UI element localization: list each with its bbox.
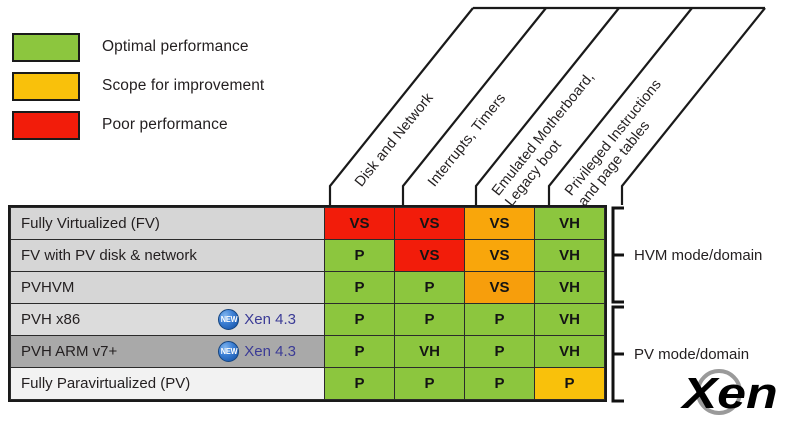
row-label-text: Fully Paravirtualized (PV) xyxy=(21,375,191,392)
row-label-text: FV with PV disk & network xyxy=(21,247,197,264)
cell-pvhvm-disk-network: P xyxy=(324,271,395,304)
xen-logo-text: Xen xyxy=(679,369,777,418)
new-badge-text: NEW xyxy=(220,314,238,324)
cell-fully-virtualized-emulated-motherboard: VS xyxy=(464,207,535,240)
cell-pvh-x86-privileged-instructions: VH xyxy=(534,303,605,336)
cell-pvh-arm-v7-emulated-motherboard: P xyxy=(464,335,535,368)
row-label-fv-with-pv-disk-network: FV with PV disk & network xyxy=(10,239,325,272)
cell-pvh-arm-v7-disk-network: P xyxy=(324,335,395,368)
new-badge-text: NEW xyxy=(220,346,238,356)
xen-logo-mark: Xen xyxy=(679,369,777,418)
matrix-table: Fully Virtualized (FV) VS VS VS VH FV wi… xyxy=(10,207,605,400)
new-badge-icon: NEW xyxy=(218,309,240,330)
legend-swatch-poor xyxy=(12,110,80,140)
bracket-label-pv: PV mode/domain xyxy=(634,346,750,363)
table-row: PVHVM P P VS VH xyxy=(10,271,605,304)
cell-pvh-x86-disk-network: P xyxy=(324,303,395,336)
cell-fully-paravirtualized-disk-network: P xyxy=(324,367,395,400)
row-label-pvh-x86: PVH x86 NEW Xen 4.3 xyxy=(10,303,325,336)
cell-pvh-x86-interrupts-timers: P xyxy=(394,303,465,336)
cell-fully-paravirtualized-interrupts-timers: P xyxy=(394,367,465,400)
legend-item-scope: Scope for improvement xyxy=(12,71,264,101)
legend: Optimal performance Scope for improvemen… xyxy=(12,32,264,149)
cell-fully-virtualized-interrupts-timers: VS xyxy=(394,207,465,240)
row-label-pvh-arm-v7: PVH ARM v7+ NEW Xen 4.3 xyxy=(10,335,325,368)
table-row: PVH ARM v7+ NEW Xen 4.3 P VH P VH xyxy=(10,335,605,368)
table-row: FV with PV disk & network P VS VS VH xyxy=(10,239,605,272)
cell-fv-with-pv-disk-network-emulated-motherboard: VS xyxy=(464,239,535,272)
legend-swatch-scope xyxy=(12,71,80,101)
legend-item-poor: Poor performance xyxy=(12,110,264,140)
legend-label-optimal: Optimal performance xyxy=(102,38,249,55)
cell-fv-with-pv-disk-network-privileged-instructions: VH xyxy=(534,239,605,272)
row-label-fully-paravirtualized: Fully Paravirtualized (PV) xyxy=(10,367,325,400)
row-label-text: PVH x86 xyxy=(21,311,81,328)
cell-pvh-arm-v7-privileged-instructions: VH xyxy=(534,335,605,368)
legend-item-optimal: Optimal performance xyxy=(12,32,264,62)
table-row: Fully Virtualized (FV) VS VS VS VH xyxy=(10,207,605,240)
column-header-outlines xyxy=(328,6,766,205)
legend-label-scope: Scope for improvement xyxy=(102,77,265,94)
new-version-tag: NEW Xen 4.3 xyxy=(218,341,296,362)
cell-fully-paravirtualized-emulated-motherboard: P xyxy=(464,367,535,400)
bracket-label-hvm: HVM mode/domain xyxy=(634,247,763,264)
xen-version-label: Xen 4.3 xyxy=(244,343,296,360)
xen-logo-circle xyxy=(696,369,742,415)
cell-fv-with-pv-disk-network-disk-network: P xyxy=(324,239,395,272)
cell-fully-paravirtualized-privileged-instructions: P xyxy=(534,367,605,400)
xen-version-label: Xen 4.3 xyxy=(244,311,296,328)
virtualization-mode-matrix: Fully Virtualized (FV) VS VS VS VH FV wi… xyxy=(8,205,607,402)
table-row: Fully Paravirtualized (PV) P P P P xyxy=(10,367,605,400)
matrix-body: Fully Virtualized (FV) VS VS VS VH FV wi… xyxy=(10,207,605,400)
cell-pvhvm-emulated-motherboard: VS xyxy=(464,271,535,304)
cell-fully-virtualized-disk-network: VS xyxy=(324,207,395,240)
cell-pvhvm-privileged-instructions: VH xyxy=(534,271,605,304)
new-badge-icon: NEW xyxy=(218,341,240,362)
new-version-tag: NEW Xen 4.3 xyxy=(218,309,296,330)
row-label-fully-virtualized: Fully Virtualized (FV) xyxy=(10,207,325,240)
row-label-text: PVH ARM v7+ xyxy=(21,343,118,360)
cell-fv-with-pv-disk-network-interrupts-timers: VS xyxy=(394,239,465,272)
cell-fully-virtualized-privileged-instructions: VH xyxy=(534,207,605,240)
row-label-text: Fully Virtualized (FV) xyxy=(21,215,160,232)
cell-pvhvm-interrupts-timers: P xyxy=(394,271,465,304)
cell-pvh-x86-emulated-motherboard: P xyxy=(464,303,535,336)
row-label-text: PVHVM xyxy=(21,279,75,296)
legend-label-poor: Poor performance xyxy=(102,116,228,133)
legend-swatch-optimal xyxy=(12,32,80,62)
row-label-pvhvm: PVHVM xyxy=(10,271,325,304)
xen-logo: Xen xyxy=(664,368,796,420)
table-row: PVH x86 NEW Xen 4.3 P P P VH xyxy=(10,303,605,336)
cell-pvh-arm-v7-interrupts-timers: VH xyxy=(394,335,465,368)
column-headers: Disk and Network Interrupts, Timers Emul… xyxy=(0,0,800,210)
